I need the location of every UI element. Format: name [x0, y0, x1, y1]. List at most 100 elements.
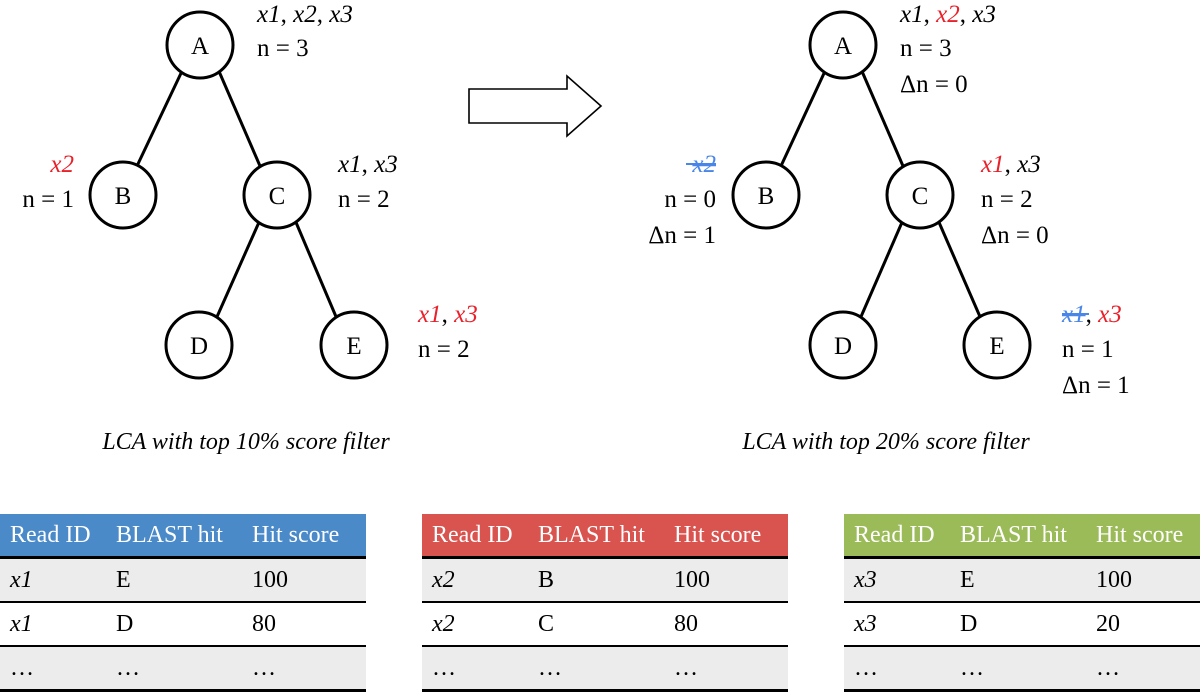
read-x3: x3: [328, 1, 353, 28]
cell-read-id: x3: [844, 557, 950, 602]
cell-ellipsis: …: [0, 646, 106, 691]
right-a-count: n = 3: [900, 35, 952, 62]
read-x3: x3: [453, 301, 478, 328]
table-row: x2 B 100: [422, 557, 788, 602]
right-caption: LCA with top 20% score filter: [741, 429, 1030, 455]
cell-blast-hit: E: [950, 557, 1086, 602]
table-row: … … …: [422, 646, 788, 691]
cell-read-id: x2: [422, 557, 528, 602]
left-tree-edges: [135, 68, 339, 320]
table-row: … … …: [0, 646, 366, 691]
col-blast-hit: BLAST hit: [116, 521, 223, 548]
left-b-reads: x2: [49, 151, 74, 178]
cell-hit-score: 100: [242, 557, 366, 602]
read-x3: x3: [1097, 301, 1122, 328]
left-b-count: n = 1: [22, 186, 74, 213]
table-row: x2 C 80: [422, 602, 788, 646]
read-x2: x2: [935, 1, 960, 28]
cell-ellipsis: …: [528, 646, 664, 691]
table-row: x3 E 100: [844, 557, 1200, 602]
col-hit-score: Hit score: [252, 521, 340, 548]
col-read-id: Read ID: [10, 521, 91, 548]
left-caption: LCA with top 10% score filter: [101, 429, 390, 455]
right-tree-nodes: [731, 10, 1032, 380]
edge-a-b: [779, 68, 828, 167]
right-node-a-label: A: [834, 33, 852, 60]
right-e-count: n = 1: [1062, 336, 1114, 363]
left-c-count: n = 2: [338, 186, 390, 213]
cell-hit-score: 20: [1096, 610, 1120, 637]
right-node-b: [731, 160, 801, 230]
cell-ellipsis: …: [1086, 646, 1200, 691]
left-c-reads: x1, x3: [337, 151, 398, 178]
read-x1: x1: [337, 151, 362, 178]
read-x1: x1: [256, 1, 281, 28]
left-node-d: [164, 310, 234, 380]
read-x3: x3: [373, 151, 398, 178]
edge-a-c: [216, 68, 262, 167]
edge-c-e: [293, 219, 339, 320]
cell-blast-hit: E: [106, 557, 242, 602]
left-a-count: n = 3: [257, 35, 309, 62]
right-node-e: [962, 310, 1032, 380]
edge-c-d: [214, 219, 262, 320]
col-read-id: Read ID: [854, 521, 935, 548]
right-node-d-label: D: [834, 333, 852, 360]
right-tree-edges: [779, 68, 983, 320]
left-node-c-label: C: [269, 183, 286, 210]
lca-diagram: A B C D E x1, x2, x3 n = 3 x2 n = 1 x1, …: [22, 1, 1129, 455]
read-x1: x1: [899, 1, 924, 28]
table-header-row: Read ID BLAST hit Hit score: [422, 514, 788, 558]
right-c-delta: Δn = 0: [981, 222, 1049, 249]
left-node-e-label: E: [346, 333, 361, 360]
read-x3: x3: [971, 1, 996, 28]
cell-blast-hit: C: [538, 610, 555, 637]
right-c-count: n = 2: [981, 186, 1033, 213]
cell-read-id: x3: [854, 610, 877, 637]
read-x1: x1: [980, 151, 1005, 178]
cell-hit-score: 80: [674, 610, 698, 637]
right-node-c: [885, 160, 955, 230]
blast-table-x1: Read ID BLAST hit Hit score x1 E 100 x1 …: [0, 514, 366, 692]
cell-blast-hit: D: [960, 610, 978, 637]
cell-ellipsis: …: [242, 646, 366, 691]
cell-ellipsis: …: [844, 646, 950, 691]
cell-hit-score: 100: [664, 557, 788, 602]
left-node-b-label: B: [115, 183, 132, 210]
cell-blast-hit: B: [528, 557, 664, 602]
left-e-count: n = 2: [418, 336, 470, 363]
left-a-reads: x1, x2, x3: [256, 1, 353, 28]
right-node-b-label: B: [758, 183, 775, 210]
right-c-reads: x1, x3: [980, 151, 1041, 178]
col-read-id: Read ID: [432, 521, 513, 548]
right-node-c-label: C: [912, 183, 929, 210]
table-row: x3 D 20: [844, 602, 1200, 646]
col-hit-score: Hit score: [674, 521, 762, 548]
table-row: … … …: [844, 646, 1200, 691]
right-arrow-icon: [468, 74, 603, 138]
left-node-b: [88, 160, 158, 230]
edge-a-c: [859, 68, 905, 167]
right-node-d: [808, 310, 878, 380]
table-row: x1 E 100: [0, 557, 366, 602]
cell-hit-score: 100: [1086, 557, 1200, 602]
col-blast-hit: BLAST hit: [538, 521, 645, 548]
read-x2: x2: [292, 1, 317, 28]
cell-ellipsis: …: [422, 646, 528, 691]
right-a-reads: x1, x2, x3: [899, 1, 996, 28]
cell-ellipsis: …: [106, 646, 242, 691]
blast-table-x3: Read ID BLAST hit Hit score x3 E 100 x3 …: [844, 514, 1200, 692]
read-x3: x3: [1016, 151, 1041, 178]
blast-table-x2: Read ID BLAST hit Hit score x2 B 100 x2 …: [422, 514, 788, 692]
left-node-a-label: A: [191, 33, 209, 60]
cell-hit-score: 80: [252, 610, 276, 637]
table-header-row: Read ID BLAST hit Hit score: [0, 514, 366, 558]
read-x1: x1: [417, 301, 442, 328]
table-row: x1 D 80: [0, 602, 366, 646]
left-tree-nodes: [88, 10, 389, 380]
col-hit-score: Hit score: [1096, 521, 1184, 548]
cell-read-id: x2: [432, 610, 455, 637]
col-blast-hit: BLAST hit: [960, 521, 1067, 548]
cell-read-id: x1: [0, 557, 106, 602]
cell-blast-hit: D: [116, 610, 134, 637]
